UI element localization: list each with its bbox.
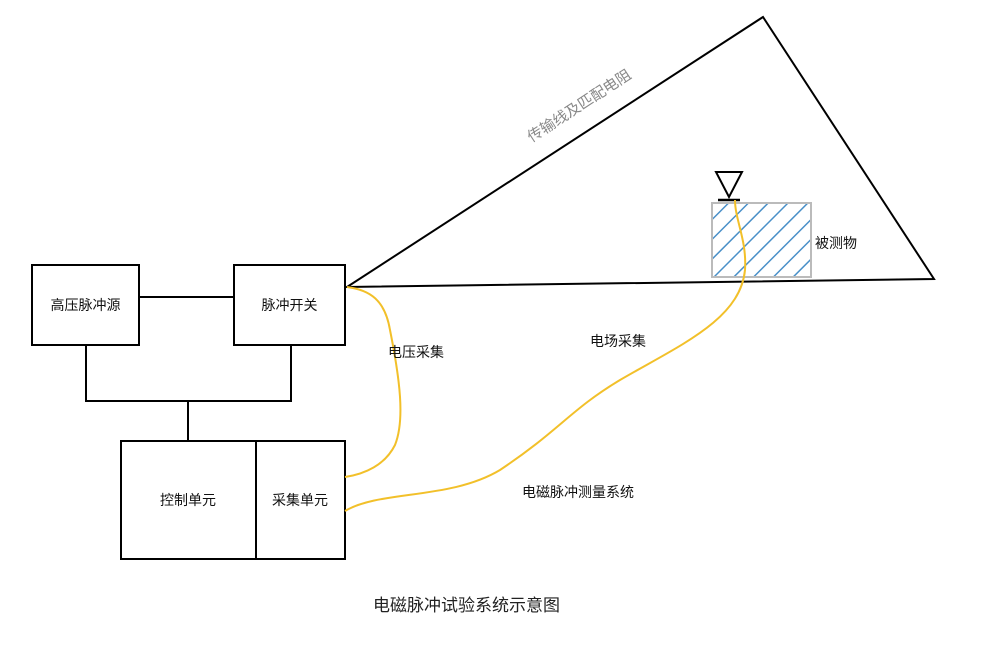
emp-measurement-label: 电磁脉冲测量系统 — [522, 485, 634, 501]
field-cable — [344, 199, 747, 512]
acquisition-unit-label: 采集单元 — [272, 492, 328, 509]
connection-lines — [85, 296, 292, 441]
antenna-icon — [714, 171, 744, 202]
hv-source-label: 高压脉冲源 — [51, 297, 121, 314]
block-hv-source: 高压脉冲源 — [31, 264, 140, 346]
pulse-switch-label: 脉冲开关 — [262, 298, 318, 314]
test-object-label: 被测物 — [815, 236, 857, 252]
voltage-cable — [344, 286, 402, 478]
field-acquisition-label: 电场采集 — [590, 333, 646, 350]
test-object — [711, 202, 812, 278]
voltage-acquisition-label: 电压采集 — [388, 344, 444, 361]
control-unit-label: 控制单元 — [160, 493, 216, 509]
block-control-acquisition: 控制单元 采集单元 — [120, 440, 346, 560]
transmission-line-triangle — [343, 15, 936, 289]
block-pulse-switch: 脉冲开关 — [233, 264, 346, 346]
transmission-line-label: 传输线及匹配电阻 — [524, 66, 634, 146]
figure-caption: 电磁脉冲试验系统示意图 — [373, 596, 560, 616]
